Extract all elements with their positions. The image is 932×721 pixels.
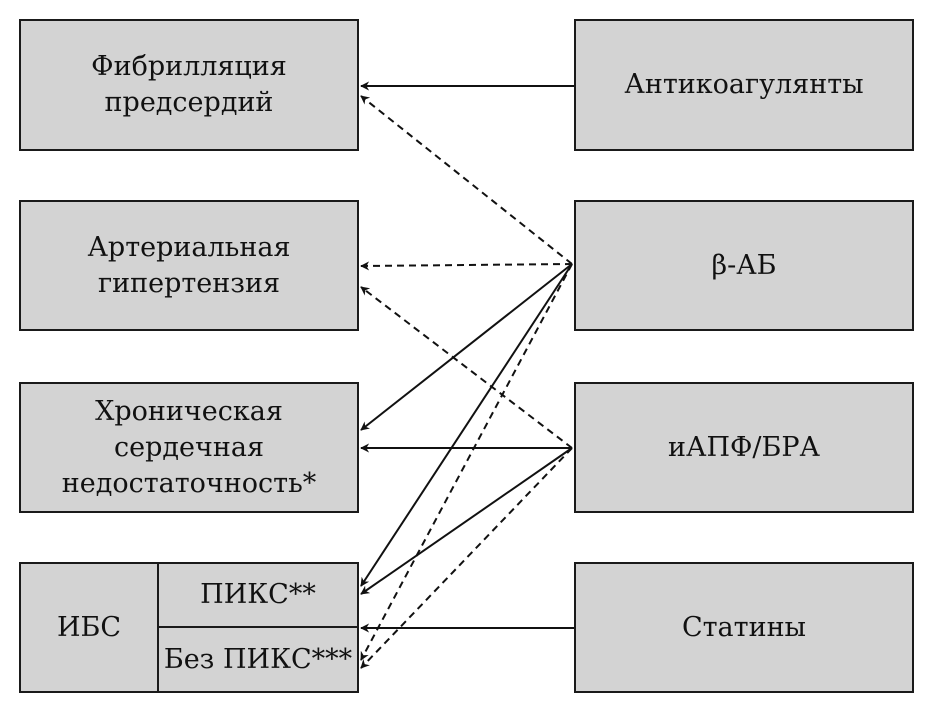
ihd-label: ИБС bbox=[21, 564, 159, 691]
arrow-iapf-to-piks bbox=[360, 447, 573, 595]
no-piks-cell: Без ПИКС*** bbox=[159, 628, 357, 691]
atrial-fibrillation-line2: предсердий bbox=[104, 87, 274, 118]
arrow-ba-to-no_piks bbox=[360, 263, 573, 661]
ihd-label-text: ИБС bbox=[56, 611, 122, 643]
chronic-heart-failure-box: Хроническая сердечная недостаточность* bbox=[19, 382, 359, 513]
arterial-hypertension-line2: гипертензия bbox=[97, 267, 281, 299]
no-piks-text: Без ПИКС*** bbox=[163, 643, 353, 675]
chronic-heart-failure-line2: недостаточность* bbox=[61, 467, 317, 499]
arrow-iapf-to-ah bbox=[360, 286, 573, 449]
beta-blockers-box: β-АБ bbox=[574, 200, 914, 331]
statins-text: Статины bbox=[681, 611, 807, 643]
arterial-hypertension-line1: Артериальная bbox=[87, 231, 291, 263]
ace-inhibitors-box: иАПФ/БРА bbox=[574, 382, 914, 513]
anticoagulants-text: Антикоагулянты bbox=[624, 69, 864, 100]
ace-inhibitors-text: иАПФ/БРА bbox=[668, 431, 820, 463]
chronic-heart-failure-line1: Хроническая сердечная bbox=[95, 395, 283, 463]
arrow-iapf-to-no_piks bbox=[360, 447, 573, 669]
arrow-ba-to-chf bbox=[360, 263, 573, 431]
ihd-box: ИБС ПИКС** Без ПИКС*** bbox=[19, 562, 359, 693]
piks-text: ПИКС** bbox=[200, 579, 316, 610]
piks-cell: ПИКС** bbox=[159, 564, 357, 628]
arrow-ba-to-piks bbox=[360, 263, 573, 587]
arrow-ba-to-af bbox=[360, 95, 573, 265]
atrial-fibrillation-line1: Фибрилляция bbox=[91, 51, 287, 82]
arrow-ba-to-ah bbox=[360, 261, 573, 271]
anticoagulants-box: Антикоагулянты bbox=[574, 19, 914, 151]
atrial-fibrillation-box: Фибрилляция предсердий bbox=[19, 19, 359, 151]
arterial-hypertension-box: Артериальная гипертензия bbox=[19, 200, 359, 331]
statins-box: Статины bbox=[574, 562, 914, 693]
beta-blockers-text: β-АБ bbox=[711, 249, 777, 281]
